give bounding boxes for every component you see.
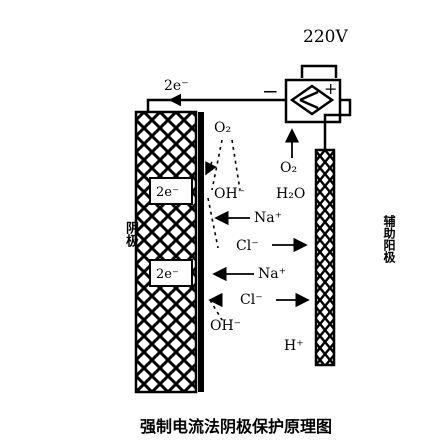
diagram-caption: 强制电流法阴极保护原理图	[140, 417, 332, 436]
cathode-label: 阴极	[112, 221, 139, 248]
cathode-structure	[134, 110, 204, 394]
auxiliary-anode	[314, 148, 336, 367]
species-oh-top: OH⁻	[214, 186, 245, 202]
voltage-label: 220V	[303, 27, 348, 47]
species-h-plus: H⁺	[284, 338, 304, 354]
power-supply	[284, 64, 342, 124]
cathode-label-text: 阴极	[112, 221, 139, 248]
wires	[146, 93, 352, 150]
species-cl-1: Cl⁻	[236, 238, 259, 254]
anode-label: 辅助阳极	[348, 214, 396, 264]
species-na-1: Na⁺	[254, 210, 282, 226]
cathode-electrons-1: 2e⁻	[156, 185, 179, 200]
anode-label-text: 辅助阳极	[348, 214, 396, 264]
plus-terminal: +	[324, 79, 337, 98]
species-cl-2: Cl⁻	[240, 292, 263, 308]
electron-flow-label: 2e⁻	[164, 78, 189, 94]
oxygen-paths	[205, 139, 241, 321]
species-na-2: Na⁺	[258, 266, 286, 282]
species-o2-right: O₂	[280, 160, 297, 176]
species-h2o: H₂O	[276, 186, 305, 202]
minus-terminal: −	[262, 79, 279, 103]
species-oh-bottom: OH⁻	[210, 318, 241, 334]
species-o2-left: O₂	[214, 120, 231, 136]
cathode-electrons-2: 2e⁻	[156, 267, 179, 282]
